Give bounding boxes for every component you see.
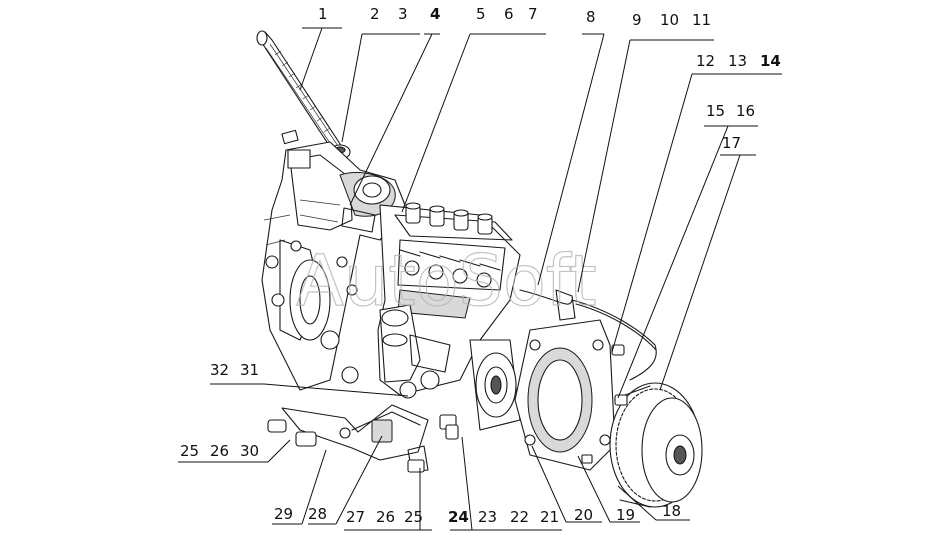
leader-lines (178, 27, 782, 531)
callout-12: 12 (696, 52, 715, 70)
callout-28: 28 (308, 505, 327, 523)
leader-2-3 (341, 33, 420, 143)
leader-4 (349, 33, 440, 206)
leader-28 (308, 435, 383, 525)
leader-15-16 (617, 125, 758, 399)
leader-17 (659, 154, 756, 391)
callout-1: 1 (318, 5, 328, 23)
callout-15: 15 (706, 102, 725, 120)
leader-12-13-14 (611, 73, 782, 353)
delivery-valve-holders (405, 202, 493, 235)
callout-11: 11 (692, 11, 711, 29)
governor-housing (261, 129, 406, 391)
leader-9-10-11 (577, 39, 714, 293)
leader-21-22-23-24 (450, 436, 562, 531)
callout-25-left: 25 (180, 442, 199, 460)
callout-25-bottom: 25 (404, 508, 423, 526)
callout-30: 30 (240, 442, 259, 460)
callout-21: 21 (540, 508, 559, 526)
timing-plate (514, 289, 657, 471)
callout-26-bottom: 26 (376, 508, 395, 526)
callout-16: 16 (736, 102, 755, 120)
callout-14: 14 (760, 52, 781, 70)
leader-25-26-30 (178, 439, 291, 463)
callout-32: 32 (210, 361, 229, 379)
support-bracket (267, 404, 593, 473)
leader-20 (531, 445, 602, 523)
leader-5-6-7 (401, 33, 546, 213)
leader-19 (577, 455, 640, 523)
pump-body (377, 202, 573, 399)
callout-6: 6 (504, 5, 514, 23)
callout-24: 24 (448, 508, 469, 526)
callout-26-left: 26 (210, 442, 229, 460)
pump-assembly-drawing (256, 30, 703, 508)
leader-8 (537, 33, 605, 286)
callout-29: 29 (274, 505, 293, 523)
callout-5: 5 (476, 5, 486, 23)
leader-1 (299, 27, 342, 91)
callout-19: 19 (616, 506, 635, 524)
callout-7: 7 (528, 5, 538, 23)
callout-23: 23 (478, 508, 497, 526)
leader-31-32 (210, 383, 409, 397)
leader-25-26-27 (344, 468, 432, 531)
leader-18 (617, 485, 690, 521)
camshaft-hub (469, 339, 521, 431)
callout-9: 9 (632, 11, 642, 29)
drive-gear (609, 344, 703, 508)
callout-13: 13 (728, 52, 747, 70)
watermark-text: AutoSoft (296, 240, 597, 322)
callout-4: 4 (430, 5, 440, 23)
callout-22: 22 (510, 508, 529, 526)
callout-20: 20 (574, 506, 593, 524)
callout-18: 18 (662, 502, 681, 520)
callout-17: 17 (722, 134, 741, 152)
callout-31: 31 (240, 361, 259, 379)
leader-29 (272, 449, 327, 525)
callout-8: 8 (586, 8, 596, 26)
callout-10: 10 (660, 11, 679, 29)
callout-27: 27 (346, 508, 365, 526)
control-rod (256, 30, 351, 160)
callout-3: 3 (398, 5, 408, 23)
callout-2: 2 (370, 5, 380, 23)
callout-labels: 1 2 3 4 5 6 7 8 9 10 11 12 13 14 15 16 1… (180, 5, 781, 526)
